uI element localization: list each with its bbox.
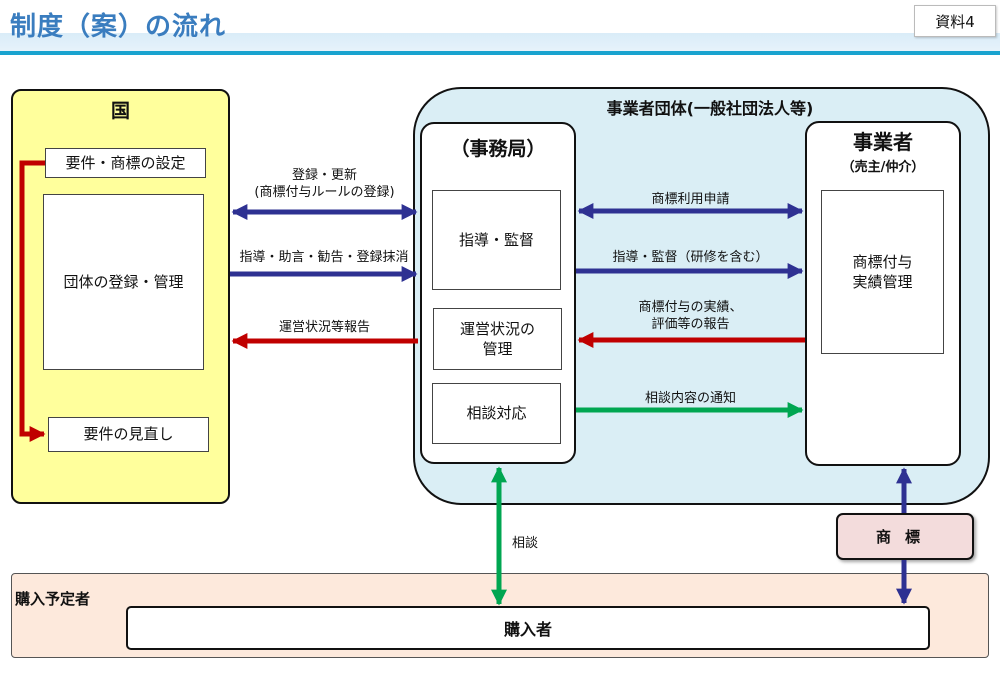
flow-label-consultation-notice: 相談内容の通知 — [644, 391, 736, 406]
business-operator-subtitle: （売主/仲介） — [841, 160, 925, 175]
buyer-box: 購入者 — [126, 606, 930, 650]
registration-management-box: 団体の登録・管理 — [43, 194, 204, 370]
buyer-label: 購入者 — [503, 620, 552, 639]
flow-label-operation-report: 運営状況等報告 — [278, 320, 370, 335]
trademark-box: 商標 — [836, 513, 974, 560]
registration-management-label: 団体の登録・管理 — [63, 272, 184, 291]
association-title: 事業者団体(一般社団法人等) — [606, 99, 814, 118]
operation-management-label: 運営状況の 管理 — [459, 319, 535, 358]
flow-label-guidance-training: 指導・監督（研修を含む） — [612, 250, 769, 265]
flow-label-consult: 相談 — [512, 536, 539, 551]
secretariat-title: （事務局） — [450, 138, 546, 160]
flow-label-registration-renewal: 登録・更新 (商標付与ルールの登録) — [254, 168, 395, 200]
page-title: 制度（案）の流れ — [10, 12, 227, 42]
business-operator-title: 事業者 — [853, 130, 913, 154]
flow-label-trademark-application: 商標利用申請 — [651, 192, 730, 207]
title-underline — [0, 51, 1000, 55]
document-badge: 資料4 — [914, 5, 996, 37]
guidance-supervision-label: 指導・監督 — [458, 230, 534, 249]
requirements-review-label: 要件の見直し — [83, 425, 174, 444]
requirements-review-box: 要件の見直し — [48, 417, 209, 452]
trademark-label: 商標 — [875, 528, 934, 546]
trademark-record-box: 商標付与 実績管理 — [821, 190, 944, 354]
flow-label-performance-report: 商標付与の実績、 評価等の報告 — [638, 300, 743, 332]
kuni-title: 国 — [110, 100, 130, 122]
consultation-box: 相談対応 — [432, 383, 561, 444]
requirements-setting-box: 要件・商標の設定 — [45, 148, 206, 178]
guidance-supervision-box: 指導・監督 — [432, 190, 561, 290]
prospective-buyers-label: 購入予定者 — [15, 590, 91, 608]
title-band — [0, 33, 1000, 53]
trademark-record-label: 商標付与 実績管理 — [852, 252, 913, 291]
operation-management-box: 運営状況の 管理 — [433, 308, 562, 370]
flow-label-guidance-advice: 指導・助言・勧告・登録抹消 — [239, 250, 409, 265]
requirements-setting-label: 要件・商標の設定 — [65, 153, 186, 172]
consultation-label: 相談対応 — [466, 404, 527, 423]
